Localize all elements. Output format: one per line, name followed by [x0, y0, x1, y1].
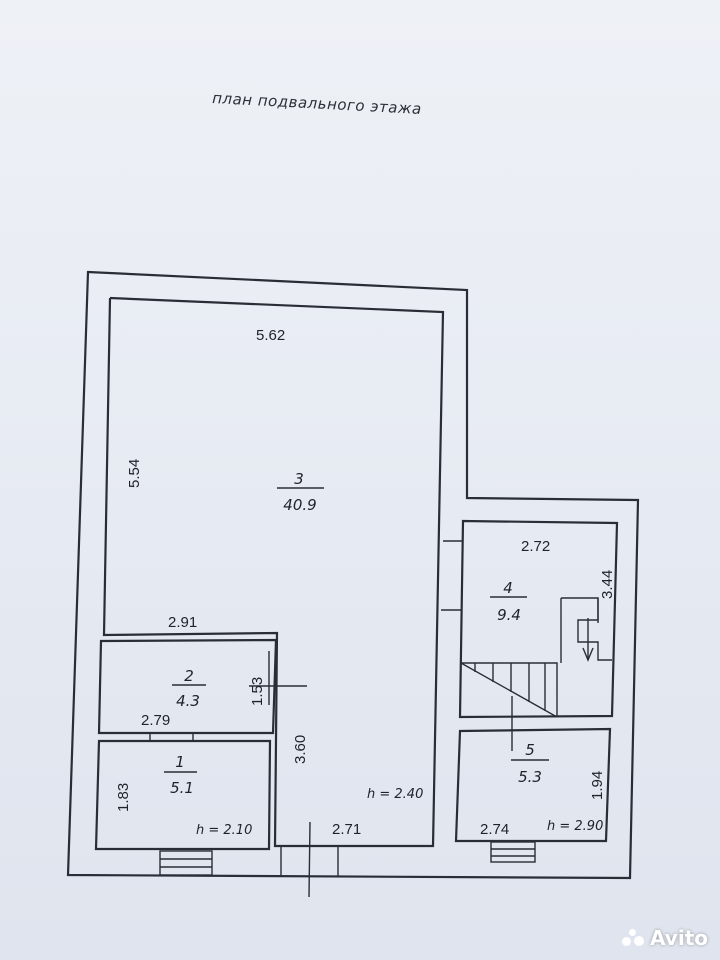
- room-3-number: 3: [294, 470, 304, 488]
- room-5-height: h = 2.90: [547, 819, 603, 834]
- room-2-wall: [97, 638, 278, 735]
- room-4-area: 9.4: [497, 606, 521, 624]
- room-4-wall: [458, 519, 619, 719]
- dim-room4-width: 2.72: [521, 538, 550, 555]
- room-1-height: h = 2.10: [196, 823, 252, 838]
- room-3-area: 40.9: [283, 496, 316, 514]
- dim-room5-width: 2.74: [480, 821, 509, 838]
- room-3-height: h = 2.40: [367, 787, 423, 802]
- dim-corridor-width: 2.71: [332, 821, 361, 838]
- section-mark: [308, 821, 311, 898]
- dim-room1-width: 2.79: [141, 712, 170, 729]
- avito-logo-icon: [622, 929, 645, 947]
- outer-wall: [66, 270, 640, 880]
- room-1-wall: [94, 739, 272, 851]
- avito-logo-text: Avito: [650, 926, 708, 950]
- dim-room5-height: 1.94: [589, 771, 606, 800]
- room-5-area: 5.3: [518, 768, 542, 786]
- dim-corridor-height: 3.60: [292, 735, 309, 764]
- dim-room3-height: 5.54: [126, 459, 143, 488]
- dim-room4-height: 3.44: [599, 570, 616, 599]
- dim-room2-width: 2.91: [168, 614, 197, 631]
- room-3-wall: [102, 296, 445, 848]
- dim-room1-height: 1.83: [115, 783, 132, 812]
- room-2-number: 2: [184, 667, 194, 685]
- avito-watermark: Avito: [622, 926, 708, 950]
- room-1-area: 5.1: [170, 779, 194, 797]
- room-5-number: 5: [525, 741, 535, 759]
- room-4-number: 4: [503, 579, 513, 597]
- dim-room2-height: 1.53: [249, 677, 266, 706]
- plan-title: план подвального этажа: [212, 89, 422, 118]
- room-5-wall: [454, 727, 612, 843]
- room-2-area: 4.3: [176, 692, 200, 710]
- staircase: [460, 597, 612, 751]
- window-room-5: [490, 841, 536, 863]
- dim-room3-width: 5.62: [256, 327, 285, 344]
- room-1-number: 1: [175, 753, 185, 771]
- window-room-1: [159, 850, 213, 876]
